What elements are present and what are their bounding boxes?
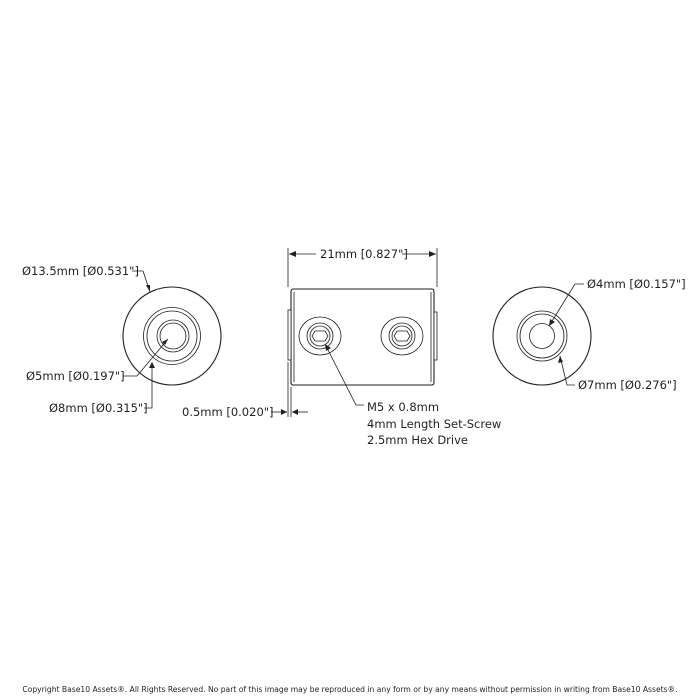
left-end-view: Ø13.5mm [Ø0.531"] Ø5mm [Ø0.197"] Ø8mm [Ø… — [22, 264, 222, 415]
left-bore-circle — [156, 319, 190, 353]
label-right-bore: Ø4mm [Ø0.157"] — [587, 277, 686, 291]
left-step — [287, 309, 292, 361]
copyright-notice: Copyright Base10 Assets®. All Rights Res… — [22, 685, 678, 694]
right-step — [433, 311, 438, 361]
side-view: 21mm [0.827"] 0.5mm [0.020"] M5 x 0.8mm … — [182, 246, 501, 447]
left-step-inner-circle — [146, 310, 198, 362]
coupler-body — [290, 288, 435, 386]
label-left-step: Ø8mm [Ø0.315"] — [49, 401, 148, 415]
leader-right-step — [559, 355, 575, 386]
leader-set-screw — [324, 343, 364, 406]
left-bore-inner-circle — [159, 322, 187, 350]
right-end-view: Ø4mm [Ø0.157"] Ø7mm [Ø0.276"] — [492, 277, 686, 392]
leader-right-bore — [548, 283, 584, 327]
label-left-bore: Ø5mm [Ø0.197"] — [26, 369, 125, 383]
label-setscrew-3: 2.5mm Hex Drive — [367, 433, 468, 447]
left-step-circle — [143, 307, 201, 365]
right-step-inner-circle — [519, 313, 565, 359]
label-setscrew-1: M5 x 0.8mm — [367, 400, 439, 414]
set-screw-left — [298, 316, 342, 356]
right-outer-circle — [492, 286, 592, 386]
right-step-circle — [516, 310, 568, 362]
leader-left-step — [144, 362, 153, 409]
right-bore-circle — [529, 323, 555, 349]
set-screw-right — [380, 316, 424, 356]
label-length: 21mm [0.827"] — [320, 247, 408, 261]
label-step-depth: 0.5mm [0.020"] — [182, 405, 274, 419]
left-outer-circle — [122, 286, 222, 386]
label-right-step: Ø7mm [Ø0.276"] — [578, 378, 677, 392]
label-setscrew-2: 4mm Length Set-Screw — [367, 417, 501, 431]
label-left-outer-dia: Ø13.5mm [Ø0.531"] — [22, 264, 139, 278]
leader-left-bore — [123, 338, 169, 377]
